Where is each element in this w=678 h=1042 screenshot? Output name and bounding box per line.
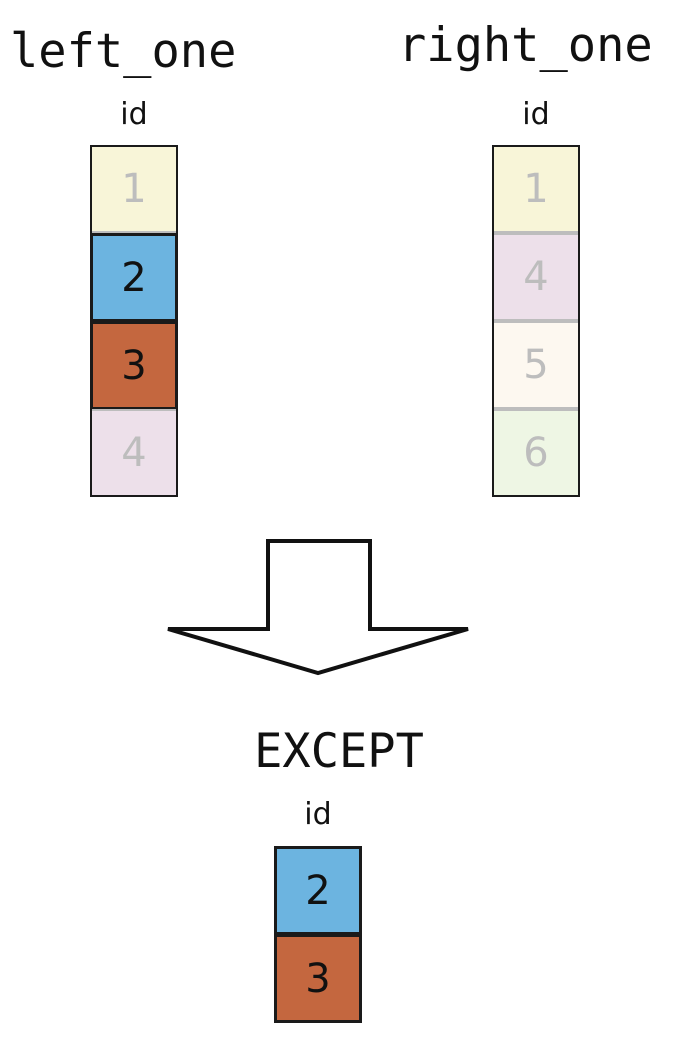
right-cell-5: 5 — [492, 321, 580, 409]
left-table-column-header: id — [120, 97, 148, 132]
right-cell-4: 4 — [492, 233, 580, 321]
right-cell-1: 1 — [492, 145, 580, 233]
down-arrow-icon — [167, 539, 469, 676]
right-cell-6: 6 — [492, 409, 580, 497]
left-cell-2: 2 — [90, 233, 178, 322]
left-cell-3: 3 — [90, 321, 178, 410]
operation-label: EXCEPT — [254, 724, 424, 779]
left-table-title: left_one — [10, 24, 237, 79]
result-table-column-header: id — [304, 797, 332, 832]
result-cell-3: 3 — [274, 934, 362, 1023]
right-table-column-header: id — [522, 97, 550, 132]
left-cell-1: 1 — [90, 145, 178, 233]
result-cell-2: 2 — [274, 846, 362, 935]
right-table-title: right_one — [398, 18, 653, 73]
left-cell-4: 4 — [90, 409, 178, 497]
